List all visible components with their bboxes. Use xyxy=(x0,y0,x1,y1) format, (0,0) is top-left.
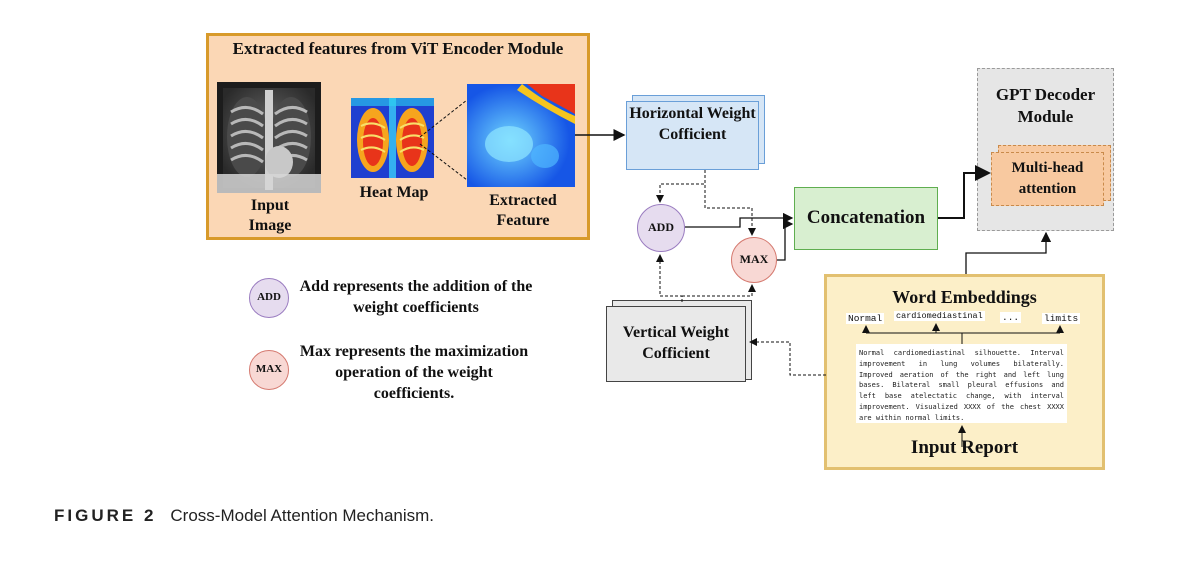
vertical-weight-label: Vertical Weight Cofficient xyxy=(622,324,730,362)
token-ellipsis: ... xyxy=(1000,312,1022,323)
token-limits: limits xyxy=(1042,313,1081,324)
heat-map-image xyxy=(351,98,434,178)
arrow-report-to-vertical xyxy=(749,338,826,376)
add-node: ADD xyxy=(637,204,685,252)
input-report-label: Input Report xyxy=(910,437,1019,458)
vertical-weight-box xyxy=(606,306,746,382)
multi-head-attention-box xyxy=(991,152,1104,206)
heat-map-label: Heat Map xyxy=(359,184,429,201)
arrow-max-to-concat xyxy=(777,218,794,261)
legend-max-symbol: MAX xyxy=(249,350,289,390)
extracted-feature-image xyxy=(467,84,575,187)
arrow-vertical-to-add xyxy=(656,254,683,302)
legend-add-symbol: ADD xyxy=(249,278,289,318)
token-normal: Normal xyxy=(846,313,885,324)
zoom-line-top xyxy=(419,99,468,138)
arrow-add-to-concat xyxy=(685,212,794,228)
figure-number: FIGURE 2 xyxy=(54,506,157,525)
input-report-text: Normal cardiomediastinal silhouette. Int… xyxy=(856,344,1067,423)
arrow-horizontal-to-max xyxy=(704,170,756,236)
input-xray-image xyxy=(217,82,321,193)
word-embeddings-title: Word Embeddings xyxy=(892,287,1037,307)
horizontal-weight-box xyxy=(626,101,759,170)
arrow-embeddings-to-gpt xyxy=(965,231,1052,274)
horizontal-weight-label: Horizontal Weight Cofficient xyxy=(629,105,756,143)
multi-head-attention-label: Multi-head attention xyxy=(1011,160,1084,197)
token-cardiomediastinal: cardiomediastinal xyxy=(894,311,985,321)
figure-caption: FIGURE 2 Cross-Model Attention Mechanism. xyxy=(54,506,434,526)
gpt-module-title: GPT Decoder Module xyxy=(995,85,1096,126)
concatenation-box: Concatenation xyxy=(794,187,938,250)
legend-max-description: Max represents the maximization operatio… xyxy=(299,343,529,402)
max-node: MAX xyxy=(731,237,777,283)
arrow-concat-to-gpt xyxy=(938,165,991,219)
vit-module-title: Extracted features from ViT Encoder Modu… xyxy=(232,39,564,58)
arrow-vertical-to-max xyxy=(682,284,756,297)
figure-caption-text: Cross-Model Attention Mechanism. xyxy=(170,506,435,525)
arrow-horizontal-to-add xyxy=(656,170,706,203)
legend-add-description: Add represents the addition of the weigh… xyxy=(299,278,533,316)
extracted-feature-label: Extracted Feature xyxy=(489,192,557,229)
zoom-line-bottom xyxy=(419,143,468,181)
input-image-label: Input Image xyxy=(248,197,292,234)
